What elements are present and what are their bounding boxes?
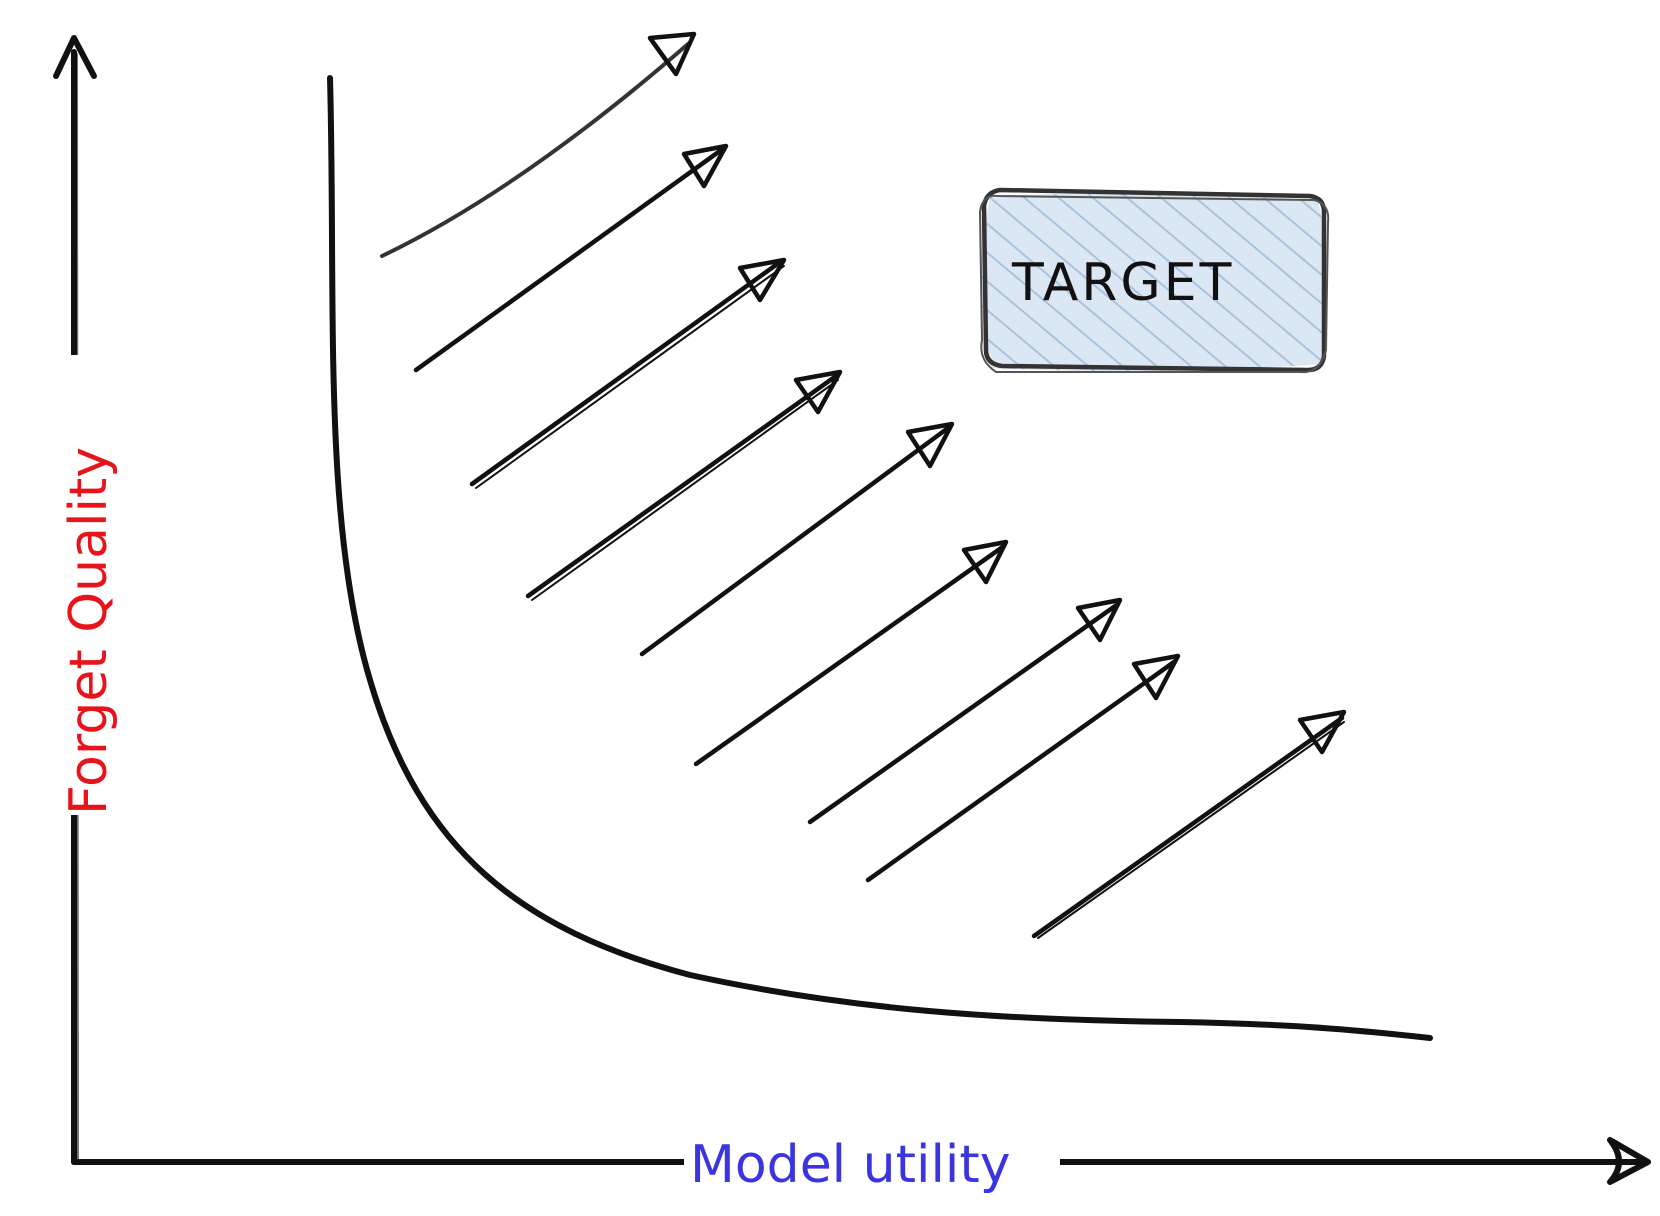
improvement-arrows [380, 31, 1347, 939]
improvement-arrow [469, 257, 787, 489]
target-label: TARGET [1011, 253, 1234, 313]
improvement-arrow [807, 597, 1123, 825]
y-axis-arrowhead [53, 35, 97, 79]
tradeoff-curve [327, 75, 1433, 1041]
x-axis-arrowhead [1607, 1137, 1651, 1185]
target-box: TARGET [979, 187, 1330, 374]
y-label-gap [52, 355, 102, 815]
improvement-arrow [639, 421, 955, 657]
improvement-arrow [413, 143, 729, 373]
improvement-arrow [693, 539, 1009, 767]
improvement-arrow [865, 653, 1181, 883]
x-axis-label: Model utility [690, 1135, 1011, 1195]
improvement-arrow [525, 369, 843, 601]
x-label-gap [684, 1130, 1060, 1190]
improvement-arrow [1031, 709, 1347, 939]
improvement-arrow [380, 31, 697, 258]
y-axis-label: Forget Quality [59, 447, 119, 815]
